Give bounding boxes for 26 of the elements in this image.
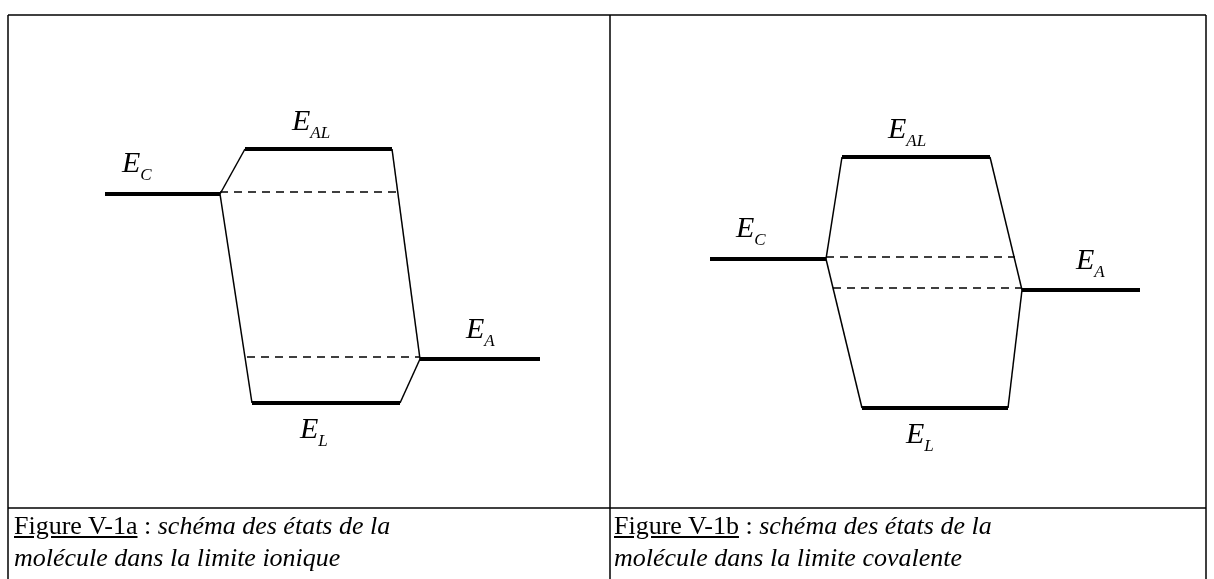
figure-caption: Figure V-1b : schéma des états de la molécule dans la limite covalente [614,510,993,574]
correlation-line [989,156,1023,291]
energy-level-label: E$_{AL}$ [292,104,331,144]
energy-level-label: E$_{AL}$ [888,112,927,152]
figure-caption: Figure V-1a : schéma des états de la molécule dans la limite ionique [14,510,392,574]
energy-level-label: E$_{C}$ [122,146,152,186]
energy-level-bar [105,192,220,196]
energy-level-bar [245,147,392,151]
correlation-line [399,358,421,404]
energy-level-label: E$_{L}$ [906,417,934,457]
correlation-line [219,148,246,195]
correlation-line [391,148,421,360]
energy-level-bar [710,257,826,261]
correlation-line [219,193,253,404]
energy-level-bar [420,357,540,361]
energy-level-bar [252,401,400,405]
correlation-line [825,156,843,260]
energy-level-bar [1022,288,1140,292]
energy-level-label: E$_{A}$ [1076,243,1105,283]
energy-level-bar [842,155,990,159]
energy-level-bar [862,406,1008,410]
energy-level-label: E$_{C}$ [736,211,766,251]
correlation-line [1007,289,1023,409]
energy-level-label: E$_{A}$ [466,312,495,352]
correlation-line [825,258,863,409]
energy-level-label: E$_{L}$ [300,412,328,452]
